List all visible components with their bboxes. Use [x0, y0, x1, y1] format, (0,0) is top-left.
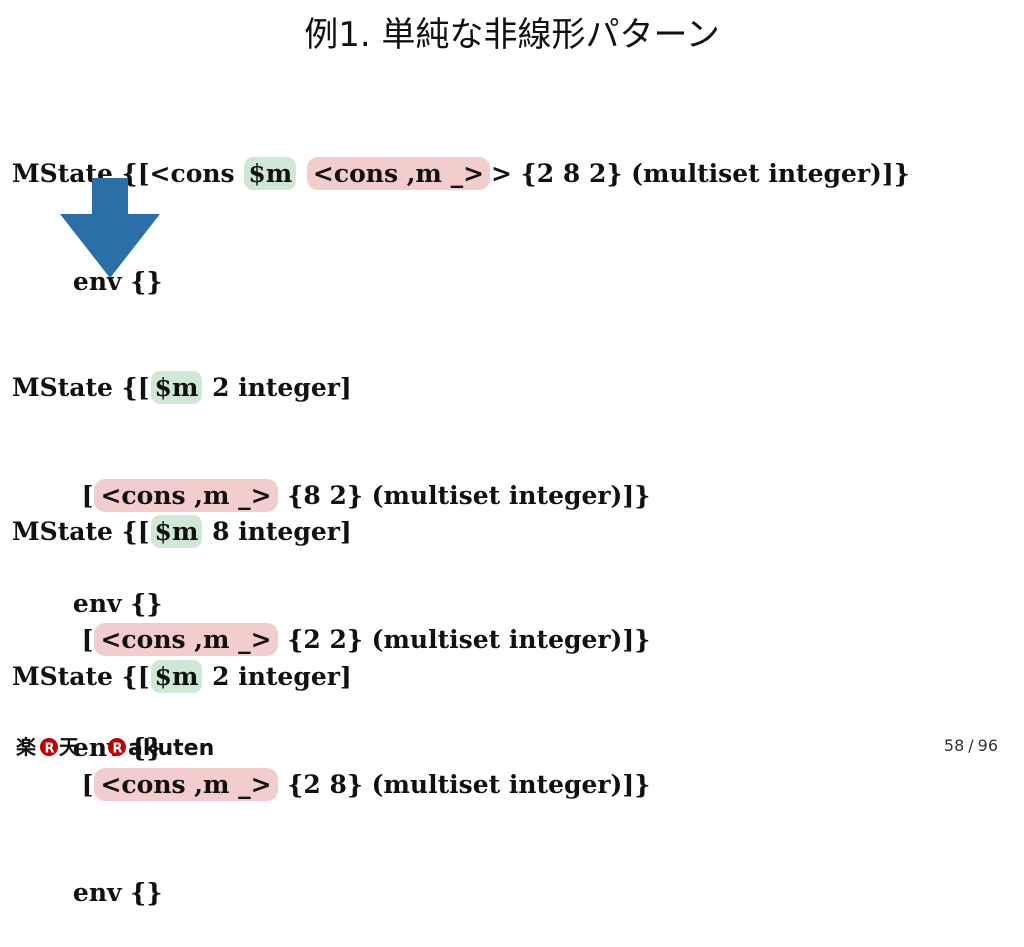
pattern-variable-highlight: $m — [150, 371, 203, 404]
pattern-highlight: <cons ,m _> — [94, 623, 278, 656]
initial-mstate-block: MState {[<cons $m <cons ,m _>> {2 8 2} (… — [12, 84, 910, 336]
code-text: {2 2} (multiset integer)]} — [278, 625, 651, 654]
mstate-block-2: MState {[$m 8 integer] [<cons ,m _> {2 2… — [12, 442, 650, 802]
mstate-block-3: MState {[$m 2 integer] [<cons ,m _> {2 8… — [12, 587, 650, 947]
code-text: MState {[<cons — [12, 159, 244, 188]
current-page: 58 — [943, 736, 965, 755]
logo-r-letter-en: R — [113, 742, 123, 757]
pattern-variable-highlight: $m — [150, 515, 203, 548]
pattern-highlight: <cons ,m _> — [94, 768, 278, 801]
logo-jp-right: 天 — [59, 735, 80, 759]
mstate-line-2: [<cons ,m _> {2 2} (multiset integer)]} — [12, 622, 650, 658]
rakuten-logo-graphic: 楽 R 天 R akuten — [16, 735, 214, 761]
code-text: > {2 8 2} (multiset integer)]} — [491, 159, 910, 188]
env-line: env {} — [12, 589, 163, 618]
code-text: 2 integer] — [203, 373, 352, 402]
code-text: {8 2} (multiset integer)]} — [278, 481, 651, 510]
logo-r-letter: R — [45, 742, 55, 757]
code-text — [297, 159, 306, 188]
code-text: 2 integer] — [203, 662, 352, 691]
pattern-highlight: <cons ,m _> — [94, 479, 278, 512]
code-text: 8 integer] — [203, 517, 352, 546]
mstate-block-1: MState {[$m 2 integer] [<cons ,m _> {8 2… — [12, 298, 650, 658]
code-text: [ — [12, 770, 94, 799]
initial-mstate-line-1: MState {[<cons $m <cons ,m _>> {2 8 2} (… — [12, 156, 910, 192]
logo-en-text: akuten — [128, 736, 214, 761]
env-line: env {} — [12, 878, 163, 907]
pattern-variable-highlight: $m — [244, 157, 297, 190]
code-text: MState {[ — [12, 662, 150, 691]
code-text: MState {[ — [12, 517, 150, 546]
logo-r-mark-en — [108, 738, 126, 756]
mstate-line-2: [<cons ,m _> {8 2} (multiset integer)]} — [12, 478, 650, 514]
mstate-line-1: MState {[$m 8 integer] — [12, 514, 650, 550]
code-text: MState {[ — [12, 373, 150, 402]
mstate-line-1: MState {[$m 2 integer] — [12, 659, 650, 695]
mstate-line-1: MState {[$m 2 integer] — [12, 370, 650, 406]
initial-env-line: env {} — [12, 267, 163, 296]
total-pages: 96 — [977, 736, 998, 755]
page-separator: / — [968, 736, 974, 755]
down-arrow-icon — [60, 178, 160, 278]
logo-r-mark — [40, 738, 58, 756]
page-number: 58/96 — [944, 736, 998, 755]
pattern-highlight: <cons ,m _> — [306, 157, 491, 190]
code-text: {2 8} (multiset integer)]} — [278, 770, 651, 799]
mstate-line-2: [<cons ,m _> {2 8} (multiset integer)]} — [12, 767, 650, 803]
logo-jp-left: 楽 — [16, 735, 37, 759]
env-line: env {} — [12, 733, 163, 762]
pattern-variable-highlight: $m — [150, 660, 203, 693]
code-text: [ — [12, 625, 94, 654]
rakuten-logo: 楽 R 天 R akuten — [16, 730, 256, 762]
slide-title: 例1. 単純な非線形パターン — [304, 15, 720, 55]
code-text: [ — [12, 481, 94, 510]
